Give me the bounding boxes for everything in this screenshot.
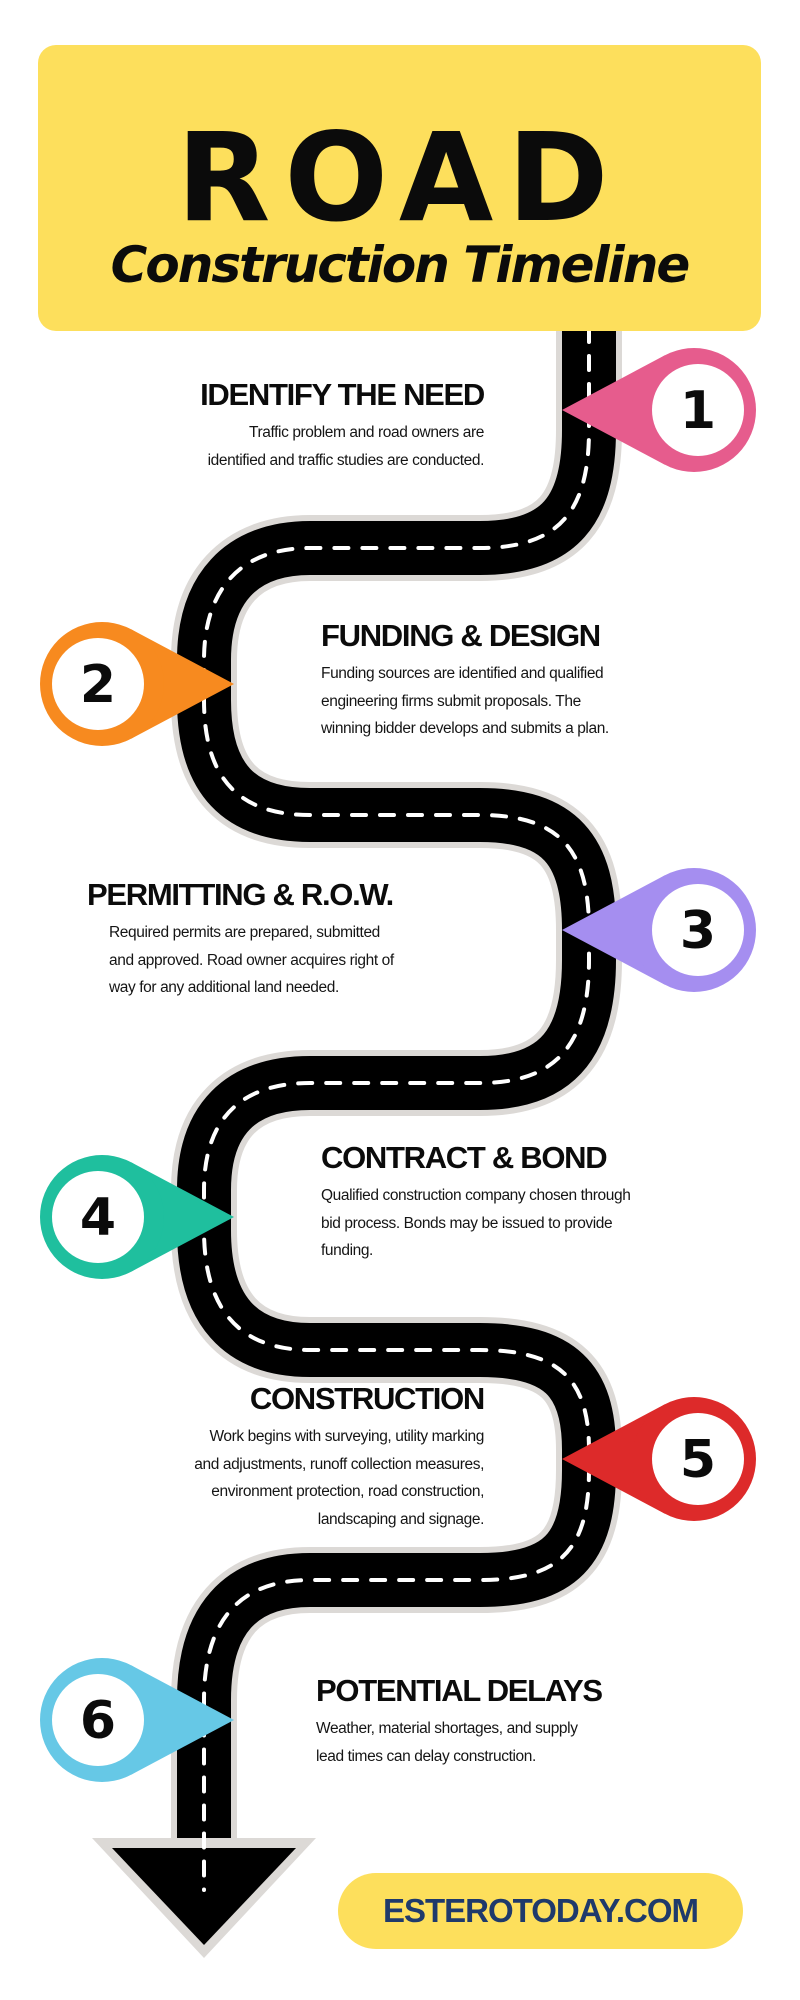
page-subtitle: Construction Timeline bbox=[110, 236, 691, 294]
website-badge[interactable]: ESTEROTODAY.COM bbox=[338, 1873, 743, 1949]
step-5: CONSTRUCTION Work begins with surveying,… bbox=[84, 1379, 485, 1533]
description-line: Traffic problem and road owners are bbox=[249, 424, 484, 441]
winding-road bbox=[92, 298, 622, 1958]
website-link[interactable]: ESTEROTODAY.COM bbox=[382, 1892, 699, 1929]
step-marker-1: 1 bbox=[562, 348, 756, 472]
step-description: Required permits are prepared, submitted… bbox=[87, 919, 487, 1002]
step-heading: PERMITTING & R.O.W. bbox=[87, 877, 394, 912]
title-banner: ROAD Construction Timeline bbox=[38, 45, 761, 331]
road-arrow-head bbox=[112, 1848, 296, 1945]
description-line: landscaping and signage. bbox=[317, 1510, 485, 1528]
description-line: engineering firms submit proposals. The bbox=[321, 692, 581, 710]
description-line: identified and traffic studies are condu… bbox=[207, 451, 485, 469]
step-heading: POTENTIAL DELAYS bbox=[316, 1673, 603, 1708]
step-description: Work begins with surveying, utility mark… bbox=[84, 1423, 484, 1533]
marker-center bbox=[652, 884, 744, 976]
step-marker-5: 5 bbox=[562, 1397, 756, 1521]
step-marker-4: 4 bbox=[40, 1155, 234, 1279]
description-line: Qualified construction company chosen th… bbox=[321, 1187, 631, 1204]
step-2: FUNDING & DESIGN Funding sources are ide… bbox=[321, 616, 721, 743]
description-line: environment protection, road constructio… bbox=[211, 1483, 484, 1500]
description-line: and adjustments, runoff collection measu… bbox=[194, 1455, 484, 1473]
step-number: 1 bbox=[680, 381, 716, 441]
description-line: winning bidder develops and submits a pl… bbox=[321, 720, 609, 737]
step-marker-3: 3 bbox=[562, 868, 756, 992]
road-center-dashes bbox=[202, 298, 591, 1892]
description-line: funding. bbox=[321, 1242, 373, 1259]
step-number: 4 bbox=[80, 1188, 116, 1248]
step-markers: 1 2 3 4 5 6 bbox=[40, 348, 756, 1782]
step-heading: CONSTRUCTION bbox=[249, 1381, 485, 1416]
description-line: bid process. Bonds may be issued to prov… bbox=[321, 1214, 613, 1232]
description-line: and approved. Road owner acquires right … bbox=[109, 951, 394, 969]
description-line: Work begins with surveying, utility mark… bbox=[209, 1428, 484, 1445]
step-4: CONTRACT & BOND Qualified construction c… bbox=[321, 1138, 741, 1265]
step-number: 6 bbox=[80, 1691, 116, 1751]
step-number: 3 bbox=[680, 901, 716, 961]
step-description: Traffic problem and road owners are iden… bbox=[124, 419, 485, 474]
step-heading: IDENTIFY THE NEED bbox=[200, 377, 485, 412]
marker-center bbox=[52, 638, 144, 730]
step-description: Funding sources are identified and quali… bbox=[321, 660, 721, 743]
description-line: Weather, material shortages, and supply bbox=[316, 1720, 578, 1737]
description-line: way for any additional land needed. bbox=[109, 979, 339, 996]
marker-center bbox=[652, 364, 744, 456]
step-description: Weather, material shortages, and supply … bbox=[316, 1715, 716, 1770]
step-number: 2 bbox=[80, 655, 116, 715]
marker-center bbox=[652, 1413, 744, 1505]
step-description: Qualified construction company chosen th… bbox=[321, 1182, 741, 1265]
step-marker-6: 6 bbox=[40, 1658, 234, 1782]
description-line: Funding sources are identified and quali… bbox=[321, 665, 604, 682]
description-line: Required permits are prepared, submitted bbox=[109, 924, 380, 941]
step-marker-2: 2 bbox=[40, 622, 234, 746]
step-3: PERMITTING & R.O.W. Required permits are… bbox=[87, 875, 487, 1002]
step-heading: FUNDING & DESIGN bbox=[321, 618, 601, 653]
step-1: IDENTIFY THE NEED Traffic problem and ro… bbox=[124, 375, 485, 474]
marker-center bbox=[52, 1674, 144, 1766]
step-heading: CONTRACT & BOND bbox=[321, 1140, 608, 1175]
marker-center bbox=[52, 1171, 144, 1263]
description-line: lead times can delay construction. bbox=[316, 1747, 536, 1765]
page-title: ROAD bbox=[176, 107, 623, 249]
step-6: POTENTIAL DELAYS Weather, material short… bbox=[316, 1671, 716, 1770]
step-number: 5 bbox=[680, 1430, 716, 1490]
